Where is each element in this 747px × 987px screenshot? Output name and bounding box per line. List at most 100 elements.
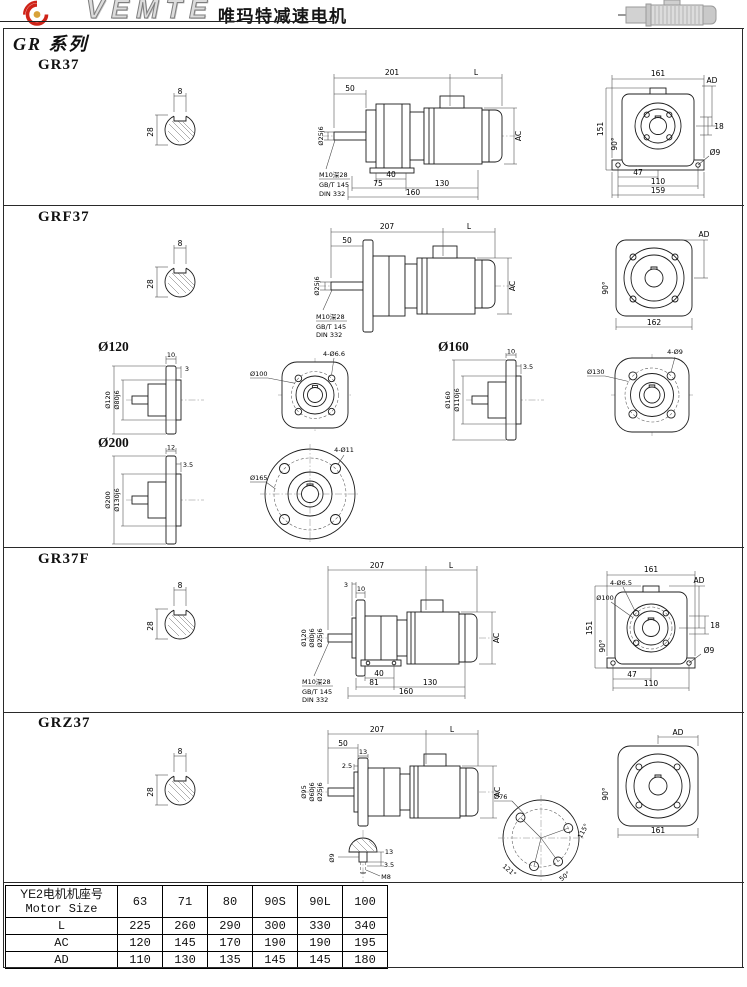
dim-key-width: 8 [178,239,183,248]
dim-ad: AD [699,230,710,239]
dim-ad: AD [694,576,705,585]
grf37-end-view: AD 90° 162 [601,230,710,330]
dim-160: 160 [399,687,414,696]
dim-key-width: 8 [178,747,183,756]
dim-ac: AC [508,281,517,291]
section-title-grf37: GRF37 [38,209,90,225]
dim-40: 40 [386,170,396,179]
standard-din: DIN 332 [302,696,328,704]
motor-size-80: 80 [207,885,253,918]
dim-bolt-holes: 4-Ø9 [667,348,683,356]
dim-bolt-circle: Ø130 [587,368,605,376]
dim-162: 162 [647,318,662,327]
dim-flange-thickness: 10 [507,348,515,356]
motor-size-71: 71 [162,885,208,918]
dim-flange-od: Ø160 [444,391,452,409]
motor-size-90s: 90S [252,885,298,918]
brand-name-chinese: 唯玛特减速电机 [218,7,348,26]
motor-size-90l: 90L [297,885,343,918]
thread-spec: M10深28 [319,170,348,179]
cell-ac-71: 145 [162,934,208,952]
dim-shaft-dia: 28 [146,787,155,797]
row-label-l: L [5,917,118,935]
series-title: GR 系列 [13,34,89,54]
dim-159: 159 [651,186,666,195]
cell-ac-90l: 190 [297,934,343,952]
cell-ad-100: 180 [342,951,388,969]
flange200-front-view: Ø165 4-Ø11 [250,444,360,544]
standard-gbt: GB/T 145 [302,688,332,696]
dim-110: 110 [644,679,659,688]
cell-l-90s: 300 [252,917,298,935]
page-frame [3,28,743,967]
gearmotor-photo [618,0,717,27]
cell-ad-63: 110 [117,951,163,969]
dim-flange-od: Ø120 [104,391,112,409]
flange200-profile-view: Ø200 Ø130j6 12 3.5 [104,444,204,545]
dim-ad: AD [707,76,718,85]
gr37f-shaft-section-view: 8 28 [146,581,196,640]
dim-161: 161 [651,826,666,835]
grz37-shaft-end-detail: 13 3.5 M8 Ø9 [328,830,394,882]
dim-ad: AD [673,728,684,737]
dim-motor-length: L [467,222,472,231]
cell-ad-90l: 145 [297,951,343,969]
dim-130: 130 [435,179,450,188]
dim-160: 160 [406,188,421,197]
flange160-front-view: Ø130 4-Ø9 [587,348,693,436]
dim-81: 81 [369,678,379,687]
dim-motor-length: L [449,561,454,570]
brand-name: VEMTE [85,0,215,25]
cell-ac-90s: 190 [252,934,298,952]
standard-din: DIN 332 [319,190,345,198]
dim-motor-length: L [450,725,455,734]
dim-18: 18 [714,122,724,131]
dim-bolt-holes: 4-Ø11 [334,446,354,454]
gr37-end-view: 161 AD 151 90° 18 Ø9 47 110 159 [596,69,724,198]
dim-flange-holes: 4-Ø6.5 [610,579,632,587]
dim-spigot-depth: 3 [185,365,189,373]
dim-spigot-depth: 2.5 [342,762,352,770]
dim-90deg: 90° [610,137,619,151]
dim-40: 40 [374,669,384,678]
grz37-end-view: AD 90° 161 [601,728,699,838]
dim-75: 75 [373,179,383,188]
dim-total-length: 207 [380,222,395,231]
dim-47: 47 [633,168,643,177]
dim-hole-o9: Ø9 [328,853,336,862]
dim-shaft-dia: 28 [146,127,155,137]
standard-din: DIN 332 [316,331,342,339]
grz37-shaft-section-view: 8 28 [146,747,196,806]
dim-bolt-circle: Ø76 [494,793,507,801]
dim-flange-od: Ø120 [300,629,308,647]
gr37f-end-view: 161 4-Ø6.5 Ø100 AD 151 90° 18 Ø9 47 110 [585,565,720,691]
dim-bolt-circle: Ø100 [596,594,614,602]
dim-shaft-length: 50 [342,236,352,245]
dim-spigot-depth: 3 [344,581,348,589]
dim-shaft-dia: 28 [146,621,155,631]
dim-key-width: 8 [178,581,183,590]
divider [3,712,744,713]
dim-key-width: 8 [178,87,183,96]
dim-total-length: 207 [370,725,385,734]
grz37-bolt-circle-diagram: Ø76 115° 121° 50° [494,793,590,883]
table-header-en: Motor Size [25,901,98,916]
flange120-profile-view: Ø120 Ø80j6 10 3 [104,351,204,435]
dim-90deg: 90° [601,281,610,295]
dim-shaft-diameter: Ø25j6 [317,126,325,145]
dim-130: 130 [423,678,438,687]
gr37f-main-view: Ø120 Ø80j6 Ø25j6 207 L 3 10 M10深28 GB/T … [300,561,501,704]
dim-110: 110 [651,177,666,186]
dim-spigot: Ø110j6 [453,388,461,411]
flange-title-200: Ø200 [98,435,129,450]
dim-bolt-holes: 4-Ø6.6 [323,350,345,358]
flange-title-160: Ø160 [438,339,469,354]
angle-115: 115° [576,822,590,840]
section-title-gr37f: GR37F [38,551,90,567]
dim-151: 151 [585,621,594,636]
row-label-ac: AC [5,934,118,952]
divider [3,882,744,883]
cell-l-71: 260 [162,917,208,935]
dim-ac: AC [493,787,502,797]
grf37-main-view: 207 L 50 Ø25j6 M10深28 GB/T 145 DIN 332 A… [313,222,517,339]
